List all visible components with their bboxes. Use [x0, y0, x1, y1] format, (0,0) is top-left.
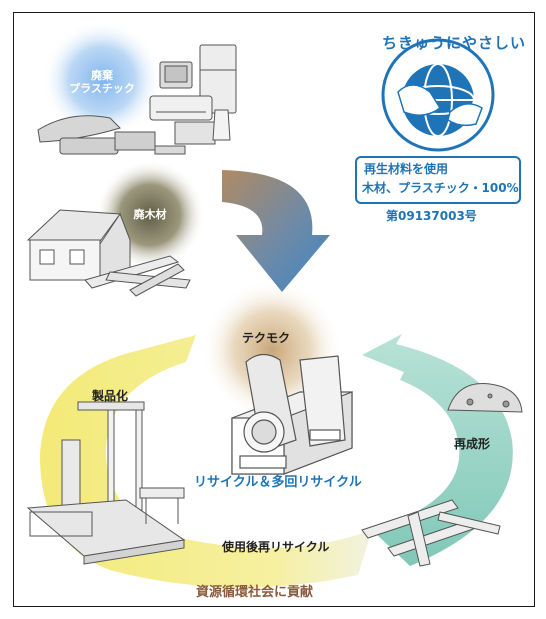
waste-plastic-illustration — [37, 44, 237, 155]
recycle-multi-label: リサイクル＆多回リサイクル — [194, 475, 362, 490]
ecomark-box-line2: 木材、プラスチック・100% — [362, 181, 519, 195]
plastic-glow — [42, 20, 162, 140]
waste-plastic-line1: 廃棄 — [91, 69, 113, 82]
ecomark-box-line1: 再生材料を使用 — [364, 162, 449, 176]
ecomark-number: 第09137003号 — [386, 209, 477, 223]
waste-plastic-label: 廃棄 プラスチック — [62, 69, 142, 95]
tecmoku-profiles — [231, 353, 353, 475]
products-label: 製品化 — [92, 389, 129, 403]
footer-label: 資源循環社会に貢献 — [196, 585, 314, 600]
after-use-label: 使用後再リサイクル — [222, 540, 330, 554]
used-planks-illustration — [361, 499, 501, 567]
reform-label: 再成形 — [454, 437, 491, 451]
ecomark-logo — [355, 38, 521, 204]
crushed-material-illustration — [447, 383, 523, 413]
tecmoku-label: テクモク — [242, 331, 291, 345]
transform-arrow — [222, 170, 330, 292]
waste-plastic-line2: プラスチック — [69, 81, 135, 95]
waste-wood-label: 廃木材 — [133, 208, 167, 221]
products-illustration — [26, 401, 186, 565]
waste-wood-illustration — [26, 209, 191, 297]
ecomark-arc-text: ちきゅうにやさしい — [382, 34, 527, 52]
